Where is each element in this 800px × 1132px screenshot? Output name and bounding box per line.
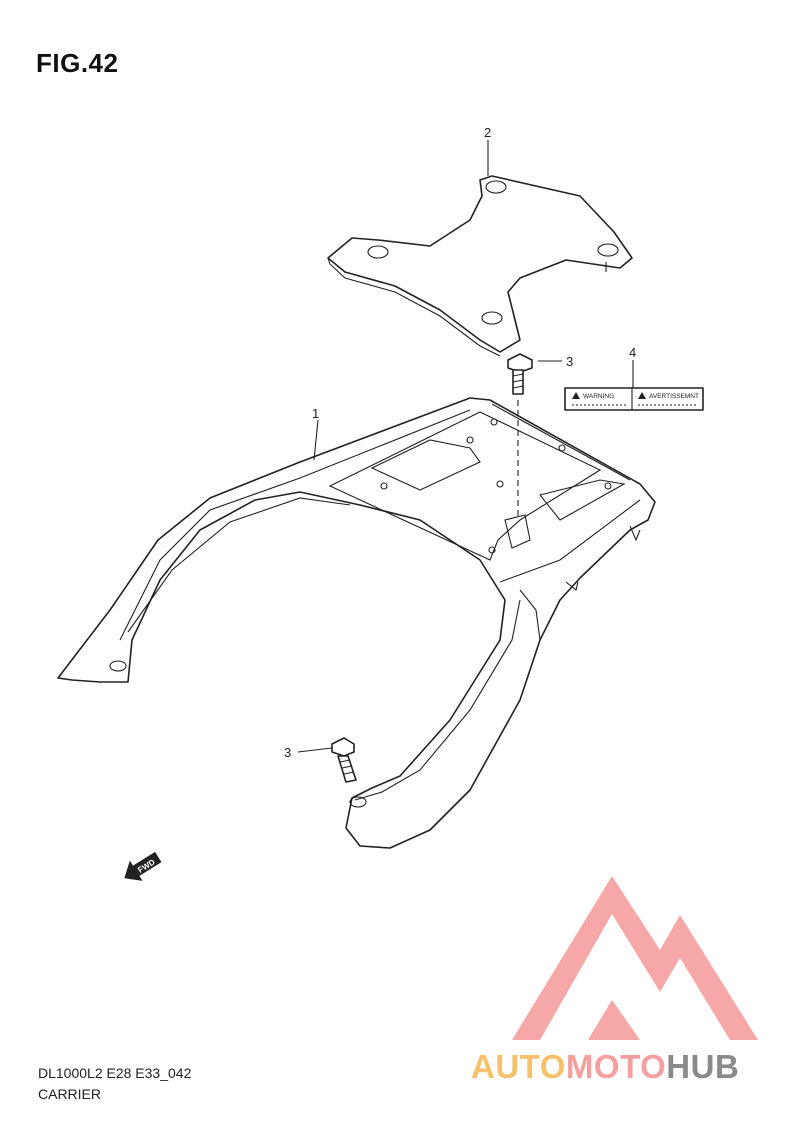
fwd-arrow-icon: FWD xyxy=(124,851,162,881)
watermark-hub: HUB xyxy=(666,1048,740,1085)
carrier-frame xyxy=(57,397,656,849)
callout-3-upper: 3 xyxy=(566,354,573,369)
top-plate xyxy=(327,175,633,357)
sticker-avertissement-text: AVERTISSEMNT xyxy=(649,393,699,400)
figure-title: FIG.42 xyxy=(36,48,119,78)
leader-lines xyxy=(297,140,634,753)
callout-1: 1 xyxy=(312,406,319,421)
bolt-upper xyxy=(507,353,533,520)
watermark-logo-icon xyxy=(512,876,758,1040)
watermark-text: AUTOMOTOHUB xyxy=(471,1048,739,1086)
watermark-auto: AUTO xyxy=(471,1048,566,1085)
callout-3-lower: 3 xyxy=(284,745,291,760)
callout-2: 2 xyxy=(484,125,491,140)
sticker-warning-text: WARNING xyxy=(583,393,614,400)
bolt-lower xyxy=(331,737,357,783)
watermark-moto: MOTO xyxy=(565,1048,667,1085)
footer-model-code: DL1000L2 E28 E33_042 xyxy=(38,1065,192,1081)
callout-4: 4 xyxy=(629,345,636,360)
footer-section-name: CARRIER xyxy=(38,1086,102,1102)
warning-label-sticker: WARNING AVERTISSEMNT xyxy=(564,387,704,411)
